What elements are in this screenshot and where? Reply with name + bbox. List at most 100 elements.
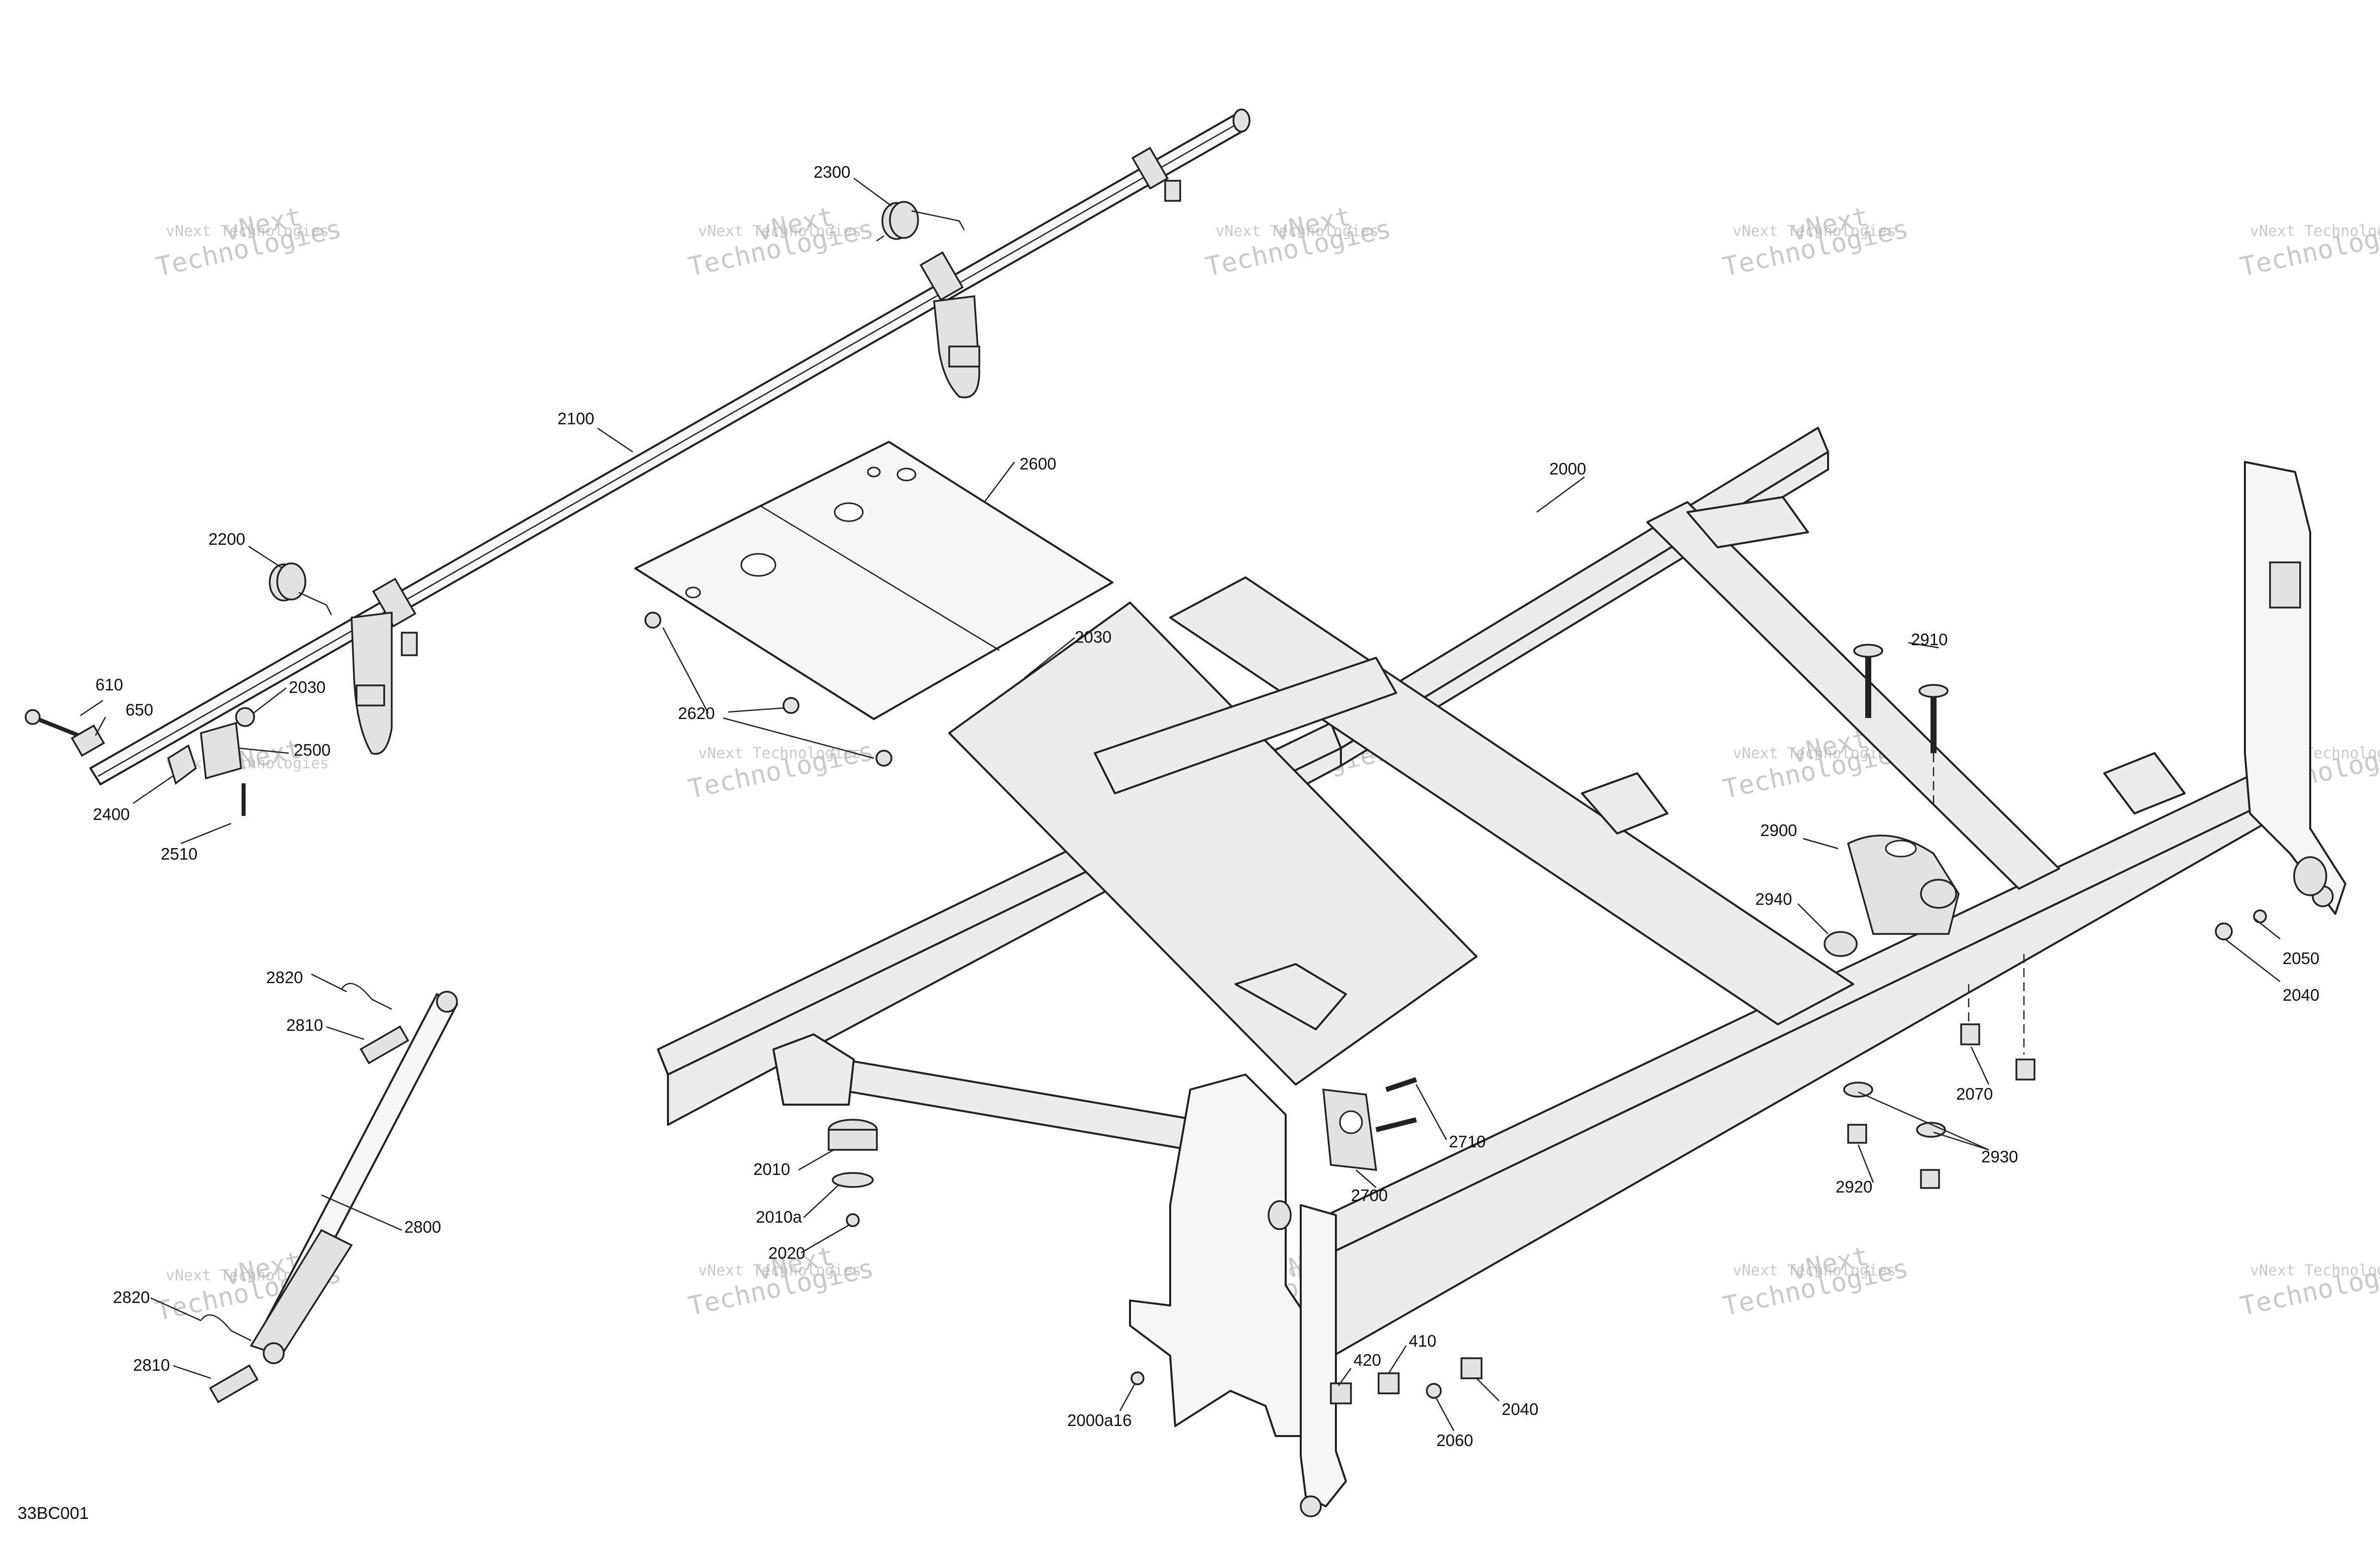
clip-410 — [1378, 1372, 1400, 1394]
watermark: vNext Technologies Technologies vNext — [686, 201, 876, 282]
clip-2820 — [200, 1314, 252, 1342]
label-410: 410 — [1409, 1332, 1436, 1350]
support-bushing — [1268, 1200, 1292, 1230]
hinge-hole — [1885, 840, 1917, 858]
label-2010: 2010 — [753, 1160, 790, 1178]
pin-2910-head — [1853, 644, 1883, 658]
washer-2010a — [832, 1172, 874, 1188]
rod-clamp-bolt — [1164, 180, 1181, 202]
watermark-text: vNext Technologies — [698, 1262, 861, 1279]
bracket-2500 — [200, 722, 242, 780]
bracket-eyelet — [1300, 1495, 1322, 1517]
watermark-text: vNext Technologies — [1733, 222, 1896, 240]
label-2600: 2600 — [1019, 454, 1056, 473]
watermark: vNext Technologies Technologies vNext — [1720, 201, 1911, 282]
label-2030-left: 2030 — [289, 678, 325, 696]
washer-2060 — [1426, 1383, 1442, 1399]
watermark-text: vNext Technologies — [166, 222, 329, 240]
watermark-text: vNext Technologies — [1733, 745, 1896, 762]
side-bracket-panel — [2244, 461, 2346, 915]
nut-2040 — [2215, 922, 2233, 940]
washer-2930 — [1843, 1082, 1873, 1098]
watermark: vNext Technologies Technologies — [686, 736, 876, 805]
strut-end-lower — [263, 1342, 285, 1364]
label-2000: 2000 — [1549, 459, 1586, 478]
fastener-2000a16 — [1130, 1371, 1145, 1385]
nut-2030 — [235, 707, 255, 727]
rod-assembly — [25, 108, 1251, 816]
watermark: vNext Technologies Technologies vNext — [153, 201, 344, 282]
label-2820-lower: 2820 — [113, 1288, 150, 1307]
label-2020: 2020 — [768, 1244, 805, 1262]
label-2810-upper: 2810 — [286, 1016, 323, 1034]
bushing-2050-body — [2293, 856, 2327, 896]
label-2510: 2510 — [161, 845, 197, 863]
bumper-2010-body — [828, 1129, 878, 1151]
label-2820-upper: 2820 — [266, 968, 303, 987]
mount-bracket — [2103, 752, 2186, 814]
torsion-spring-upper — [876, 201, 965, 242]
label-2070: 2070 — [1956, 1085, 1993, 1103]
bolt-2040 — [1460, 1357, 1483, 1379]
pin-2810 — [360, 1025, 409, 1064]
clip-2820 — [341, 983, 392, 1010]
label-2620: 2620 — [678, 704, 715, 723]
watermark: vNext Technologies Technologies vNext — [1720, 1241, 1911, 1322]
hinge-bushing — [1920, 879, 1957, 909]
watermark-text: vNext Technologies — [2250, 222, 2380, 240]
nut-2920 — [1920, 1169, 1940, 1189]
label-2040-right: 2040 — [2283, 986, 2319, 1004]
plate-hole — [740, 553, 776, 577]
plate-hole — [896, 467, 917, 482]
bolt-2710 — [1385, 1077, 1417, 1092]
strut-assembly — [200, 983, 458, 1403]
plate-2600 — [634, 441, 1113, 720]
lever-pad-middle — [948, 345, 980, 368]
label-2030-center: 2030 — [1075, 628, 1111, 646]
label-610: 610 — [95, 675, 123, 694]
label-2810-lower: 2810 — [133, 1356, 170, 1374]
mount-bracket — [1234, 963, 1347, 1030]
cross-member-short — [1094, 657, 1397, 794]
bolt-2710 — [1375, 1117, 1417, 1132]
watermark-text: vNext Technologies — [1215, 222, 1379, 240]
label-2500: 2500 — [294, 741, 330, 759]
clip-650 — [70, 724, 105, 757]
label-2930: 2930 — [1981, 1147, 2018, 1166]
right-components — [1824, 461, 2346, 1189]
mount-bracket — [1686, 496, 1809, 548]
strut-end-upper — [436, 991, 458, 1013]
plate-hole — [867, 466, 881, 478]
pin-2910-head — [1918, 684, 1949, 698]
hinge-bracket-2900 — [1847, 835, 1960, 935]
mount-bracket — [1581, 772, 1668, 835]
label-2700: 2700 — [1351, 1186, 1388, 1205]
floor-plate — [634, 441, 1113, 767]
hanging-lever-lower — [351, 612, 393, 755]
label-2920: 2920 — [1836, 1177, 1872, 1196]
torsion-spring-lower — [269, 562, 332, 616]
mount-hole — [1339, 1110, 1363, 1134]
diagonal-brace — [1646, 501, 2060, 890]
rod-clamp-upper — [1131, 147, 1169, 190]
rod-centerline — [97, 121, 1241, 777]
bracket-420 — [1330, 1382, 1352, 1404]
bushing-2400 — [167, 744, 197, 785]
plate-hole — [834, 502, 864, 522]
rod-end-cap — [1232, 108, 1251, 133]
label-2400: 2400 — [93, 805, 130, 823]
watermark-text: vNext Technologies — [698, 222, 861, 240]
rod-bracket-middle — [919, 251, 964, 301]
label-2200: 2200 — [208, 530, 245, 548]
label-420: 420 — [1353, 1351, 1381, 1369]
latch-block — [2269, 561, 2301, 609]
nut-2070 — [2015, 1058, 2035, 1081]
label-2800: 2800 — [404, 1218, 441, 1236]
watermark: vNext Technologies Technologies vNext — [1203, 201, 1394, 282]
bolt-2020 — [846, 1213, 860, 1227]
bolt-610-head — [25, 709, 41, 725]
watermark: vNext Technologies Technologies — [2237, 214, 2380, 283]
cross-member-center — [948, 602, 1478, 1086]
label-2900: 2900 — [1760, 821, 1797, 840]
label-650: 650 — [126, 700, 153, 719]
